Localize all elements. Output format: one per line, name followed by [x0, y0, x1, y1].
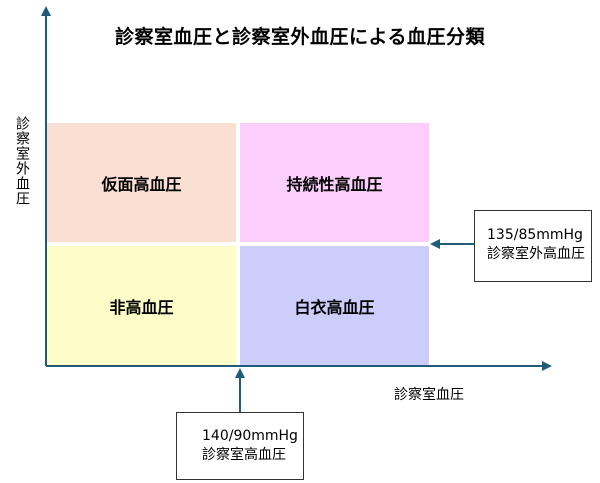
threshold-arrow-bottom-head	[235, 368, 245, 378]
quadrant-normotension: 非高血圧	[47, 246, 236, 365]
x-axis-arrowhead	[542, 361, 552, 371]
quadrant-sustained-hypertension: 持続性高血圧	[240, 123, 429, 242]
threshold-value: 135/85mmHg	[487, 227, 583, 243]
y-axis-label: 診察室外血圧	[14, 116, 30, 206]
threshold-caption: 診察室高血圧	[202, 447, 286, 463]
in-office-threshold-box: 140/90mmHg 診察室高血圧	[176, 412, 304, 480]
out-of-office-threshold-box: 135/85mmHg 診察室外高血圧	[474, 210, 592, 282]
diagram-title: 診察室血圧と診察室外血圧による血圧分類	[115, 26, 485, 48]
quadrant-white-coat-hypertension: 白衣高血圧	[240, 246, 429, 365]
y-axis-arrowhead	[41, 6, 51, 16]
quadrant-label: 持続性高血圧	[286, 174, 383, 194]
threshold-arrow-right-head	[430, 239, 440, 249]
threshold-value: 140/90mmHg	[202, 428, 298, 444]
x-axis-label: 診察室血圧	[394, 387, 464, 403]
quadrant-label: 白衣高血圧	[294, 297, 375, 317]
quadrant-masked-hypertension: 仮面高血圧	[47, 123, 236, 242]
threshold-caption: 診察室外高血圧	[487, 246, 585, 262]
quadrant-label: 非高血圧	[109, 297, 174, 317]
quadrant-label: 仮面高血圧	[101, 174, 182, 194]
